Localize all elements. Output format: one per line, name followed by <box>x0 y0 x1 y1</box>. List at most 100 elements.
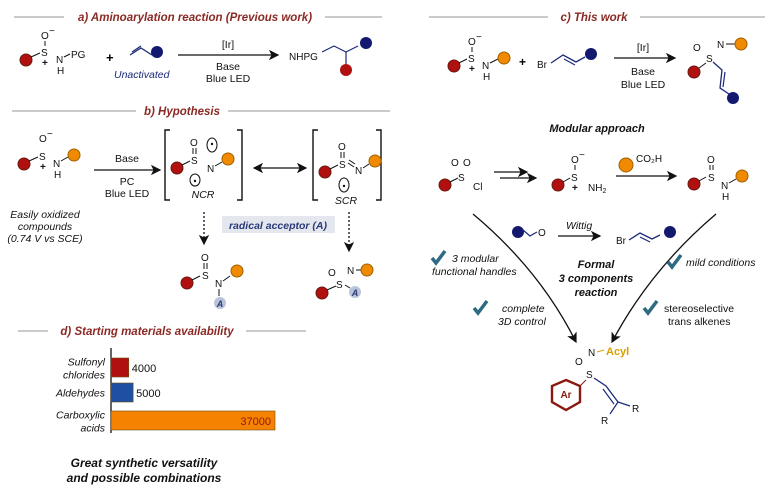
red-group-icon <box>180 276 194 290</box>
acceptor-box <box>222 216 335 233</box>
category-label: Aldehydes <box>55 388 106 400</box>
svg-text:−: − <box>476 32 482 43</box>
svg-text:O: O <box>693 43 701 54</box>
acceptor-icon <box>214 297 226 309</box>
bromide-label: Br <box>616 236 627 247</box>
unactivated-label: Unactivated <box>114 69 171 81</box>
feature-text: mild conditions <box>686 257 756 269</box>
bar-value-label: 37000 <box>240 416 271 428</box>
navy-group-icon <box>664 226 676 238</box>
catalyst-label: [Ir] <box>637 42 649 54</box>
svg-text:O: O <box>201 253 209 264</box>
svg-text:−: − <box>47 129 53 140</box>
svg-text:H: H <box>722 192 729 203</box>
section-d: d) Starting materials availability 4000 S… <box>18 326 306 485</box>
svg-text:N: N <box>355 166 362 177</box>
svg-text:+: + <box>519 55 526 69</box>
ncr-label: NCR <box>192 189 215 201</box>
section-b-title: b) Hypothesis <box>144 106 220 118</box>
r-label: R <box>632 404 639 415</box>
substrate-note: compounds <box>18 221 73 233</box>
section-c: c) This work O− S + N H + Br [Ir] Base B… <box>429 12 765 427</box>
catalyst-label: [Ir] <box>222 39 234 51</box>
category-label: acids <box>80 423 105 435</box>
svg-text:S: S <box>571 173 578 184</box>
red-group-icon <box>438 178 452 192</box>
r-label: R <box>601 416 608 427</box>
condition-label: Blue LED <box>105 188 150 200</box>
red-group-icon <box>318 165 332 179</box>
svg-text:O: O <box>328 268 336 279</box>
feature-text: trans alkenes <box>668 316 730 328</box>
bar <box>110 357 130 378</box>
red-group-icon <box>19 53 33 67</box>
svg-text:+: + <box>572 183 578 194</box>
svg-text:S: S <box>39 152 46 163</box>
orange-group-icon <box>360 263 374 277</box>
svg-text:O: O <box>538 228 546 239</box>
section-d-title: d) Starting materials availability <box>60 326 234 338</box>
svg-text:+: + <box>42 58 48 69</box>
orange-group-icon <box>230 264 244 278</box>
bromide-label: Br <box>537 60 548 71</box>
section-c-title: c) This work <box>560 12 628 24</box>
orange-group-icon <box>734 37 748 51</box>
svg-text:S: S <box>41 48 48 59</box>
svg-text:−: − <box>49 26 55 37</box>
condition-label: Blue LED <box>206 73 251 85</box>
scr-label: SCR <box>335 195 358 207</box>
check-icon <box>472 299 489 316</box>
acceptor-symbol: A <box>351 288 359 298</box>
svg-text:O: O <box>707 155 715 166</box>
orange-group-icon <box>67 148 81 162</box>
svg-text:H: H <box>54 170 61 181</box>
acceptor-symbol: A <box>216 299 224 309</box>
condition-label: PC <box>120 176 135 188</box>
red-group-icon <box>687 65 701 79</box>
svg-text:N: N <box>721 181 728 192</box>
svg-text:S: S <box>708 173 715 184</box>
svg-text:N: N <box>207 164 214 175</box>
center-text: 3 components <box>559 273 634 285</box>
svg-text:S: S <box>586 370 593 381</box>
converging-arrow <box>611 213 717 344</box>
acid-label: CO₂H <box>636 154 662 165</box>
condition-label: Blue LED <box>621 79 666 91</box>
bar-value-label: 5000 <box>136 388 160 400</box>
orange-group-icon <box>618 157 634 173</box>
svg-text:O: O <box>575 357 583 368</box>
substrate-note: Easily oxidized <box>10 209 81 221</box>
section-a: a) Aminoarylation reaction (Previous wor… <box>14 12 382 85</box>
orange-group-icon <box>735 169 749 183</box>
navy-group-icon <box>585 48 597 60</box>
check-icon <box>430 249 447 266</box>
feature-text: complete <box>502 303 545 315</box>
navy-group-icon <box>151 46 163 58</box>
bar-value-label: 4000 <box>132 363 156 375</box>
svg-text:+: + <box>106 50 114 65</box>
navy-group-icon <box>727 92 739 104</box>
svg-text:S: S <box>202 271 209 282</box>
wittig-label: Wittig <box>566 220 592 232</box>
converging-arrow <box>472 213 577 344</box>
condition-label: Base <box>216 61 240 73</box>
footer-line: Great synthetic versatility <box>71 456 219 470</box>
svg-text:N: N <box>588 348 595 359</box>
category-label: Sulfonyl <box>68 357 106 369</box>
section-a-title: a) Aminoarylation reaction (Previous wor… <box>78 12 312 24</box>
svg-text:H: H <box>57 66 64 77</box>
section-b: b) Hypothesis O− S + N H Easily oxidized… <box>7 106 390 309</box>
category-label: Carboxylic <box>56 410 106 422</box>
svg-text:O: O <box>190 138 198 149</box>
svg-text:O: O <box>463 158 471 169</box>
ar-label: Ar <box>560 390 571 401</box>
svg-text:S: S <box>191 156 198 167</box>
feature-text: functional handles <box>432 266 517 278</box>
red-group-icon <box>17 157 31 171</box>
red-group-icon <box>447 59 461 73</box>
svg-text:N: N <box>482 61 489 72</box>
svg-text:S: S <box>339 160 346 171</box>
acyl-label: Acyl <box>606 346 629 358</box>
svg-text:Cl: Cl <box>473 182 482 193</box>
